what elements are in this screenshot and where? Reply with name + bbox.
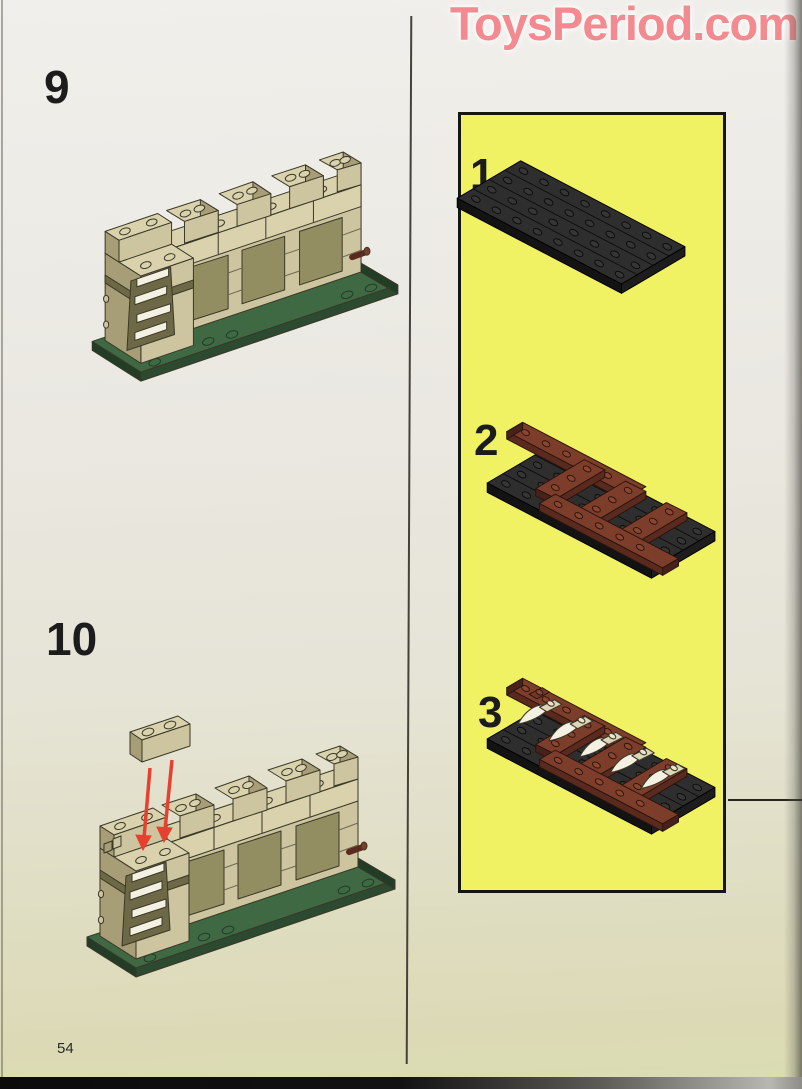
page-number: 54: [57, 1040, 74, 1057]
callout-step-3-number: 3: [478, 688, 503, 737]
step-10-number: 10: [46, 613, 98, 665]
toysperiod-watermark: ToysPeriod.com: [449, 0, 799, 50]
callout-pointer-line: [728, 799, 802, 801]
bottom-scan-bar: [0, 1077, 802, 1089]
step-9-number: 9: [44, 61, 70, 113]
clip-detail: [103, 835, 122, 854]
floating-brick: [129, 715, 191, 763]
placement-arrows-icon: [135, 759, 174, 852]
step-9-wall-illustration: [85, 152, 403, 398]
page-left-edge: [1, 0, 3, 1082]
column-divider-line: [405, 16, 413, 1064]
step-10-wall-illustration: [72, 715, 402, 992]
callout-step-1-illustration: [456, 160, 686, 294]
black-plate: [456, 160, 686, 294]
callout-step-2-number: 2: [474, 416, 499, 465]
horn-pieces: [517, 687, 686, 789]
callout-step-2-illustration: [486, 421, 716, 579]
callout-step-3-illustration: [486, 677, 716, 835]
page-right-edge-shadow: [784, 0, 802, 1089]
